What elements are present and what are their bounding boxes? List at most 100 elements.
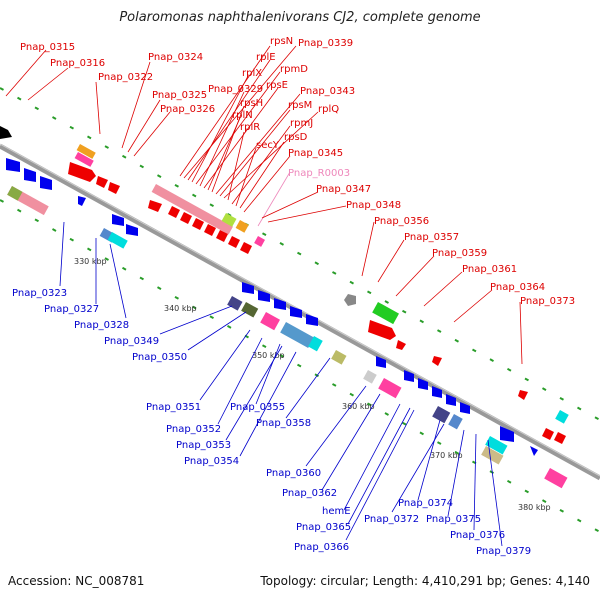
scale-ticks: 330 kbp 340 kbp 350 kbp 360 kbp 370 kbp … [74, 257, 551, 512]
label-pnap-0366: Pnap_0366 [294, 542, 349, 553]
tick-370: 370 kbp [430, 451, 463, 460]
label-rplx: rplX [242, 68, 262, 79]
label-pnap-0375: Pnap_0375 [426, 514, 481, 525]
gene-0375 [481, 446, 504, 465]
tick-340: 340 kbp [164, 304, 197, 313]
gene-0339-block [151, 184, 233, 235]
gene-0323c [40, 176, 52, 190]
gene-0361 [396, 340, 406, 350]
label-secy: secY [256, 140, 280, 151]
label-pnap-0347: Pnap_0347 [316, 184, 371, 195]
gene-0325 [96, 176, 108, 188]
gene-0359 [368, 320, 396, 340]
label-pnap-0379: Pnap_0379 [476, 546, 531, 557]
label-pnap-0360: Pnap_0360 [266, 468, 321, 479]
label-pnap-0324: Pnap_0324 [148, 52, 203, 63]
label-pnap-0316: Pnap_0316 [50, 58, 105, 69]
gene-rna [254, 236, 265, 247]
gene-0322b [74, 152, 94, 167]
top-gene-labels: Pnap_0315 Pnap_0316 Pnap_0322 Pnap_0324 … [20, 36, 575, 307]
gene-0349 [112, 214, 124, 226]
gene-0373 [518, 390, 528, 400]
label-pnap-0326: Pnap_0326 [160, 104, 215, 115]
top-leader-lines [5, 45, 523, 365]
gene-0324 [68, 162, 96, 182]
label-rpmj: rpmJ [290, 118, 313, 129]
gene-0365 [432, 405, 451, 424]
gene-0326 [108, 182, 120, 194]
gene-0322 [76, 144, 96, 159]
label-rpsn: rpsN [270, 36, 293, 47]
label-pnap-0357: Pnap_0357 [404, 232, 459, 243]
gene-cyan-r [555, 410, 569, 424]
forward-arrows-row [148, 200, 566, 444]
gene-0345-orange [235, 220, 249, 233]
label-pnap-0364: Pnap_0364 [490, 282, 545, 293]
label-pnap-0350: Pnap_0350 [132, 352, 187, 363]
gene-0315 [0, 126, 12, 139]
label-pnap-0323: Pnap_0323 [12, 288, 67, 299]
label-pnap-0365: Pnap_0365 [296, 522, 351, 533]
tick-330: 330 kbp [74, 257, 107, 266]
label-rpsm: rpsM [288, 100, 312, 111]
label-pnap-0339: Pnap_0339 [298, 38, 353, 49]
label-pnap-0362: Pnap_0362 [282, 488, 337, 499]
reverse-genes [6, 158, 568, 489]
gene-0366 [448, 414, 463, 430]
label-pnap-0352: Pnap_0352 [166, 424, 221, 435]
label-pnap-0343: Pnap_0343 [300, 86, 355, 97]
tick-380: 380 kbp [518, 503, 551, 512]
gene-0327b [7, 185, 23, 201]
topology-text: Topology: circular; Length: 4,410,291 bp… [260, 574, 590, 588]
label-rple: rplE [256, 52, 276, 63]
label-rpln: rplN [232, 110, 253, 121]
gene-0360 [363, 370, 377, 384]
label-pnap-0353: Pnap_0353 [176, 440, 231, 451]
gene-0364 [432, 356, 442, 366]
label-pnap-0374: Pnap_0374 [398, 498, 453, 509]
gene-0352 [241, 301, 259, 318]
gene-0328 [78, 196, 86, 206]
gene-0339-green [221, 213, 237, 227]
gene-0351 [227, 296, 243, 311]
tick-360: 360 kbp [342, 402, 375, 411]
label-pnap-0345: Pnap_0345 [288, 148, 343, 159]
forward-genes [0, 126, 569, 424]
label-pnap-0349: Pnap_0349 [104, 336, 159, 347]
label-pnap-0327: Pnap_0327 [44, 304, 99, 315]
gene-0354 [280, 322, 314, 349]
gene-0362 [378, 378, 402, 399]
bottom-gene-labels: Pnap_0323 Pnap_0327 Pnap_0328 Pnap_0349 … [12, 288, 531, 557]
bottom-leader-lines [59, 221, 503, 547]
label-pnap-0351: Pnap_0351 [146, 402, 201, 413]
gene-0379 [544, 468, 568, 489]
label-rplr: rplR [240, 122, 260, 133]
label-pnap-0328: Pnap_0328 [74, 320, 129, 331]
label-pnap-0358: Pnap_0358 [256, 418, 311, 429]
label-pnap-0359: Pnap_0359 [432, 248, 487, 259]
label-pnap-0315: Pnap_0315 [20, 42, 75, 53]
gene-0323 [6, 158, 20, 172]
label-pnap-0354: Pnap_0354 [184, 456, 239, 467]
gene-0323b [24, 168, 36, 182]
label-rpmd: rpmD [280, 64, 308, 75]
gene-0358 [331, 350, 347, 365]
gene-0356 [344, 294, 356, 306]
reverse-arrows-row [242, 282, 538, 456]
gene-0355 [308, 336, 323, 352]
label-rplq: rplQ [318, 104, 339, 115]
tick-350: 350 kbp [252, 351, 285, 360]
gene-0357 [372, 302, 399, 325]
label-pnap-0361: Pnap_0361 [462, 264, 517, 275]
label-pnap-0356: Pnap_0356 [374, 216, 429, 227]
label-rpse: rpsE [266, 80, 288, 91]
label-pnap-0322: Pnap_0322 [98, 72, 153, 83]
gene-0328c [107, 232, 128, 249]
guide-tracks [0, 87, 600, 533]
label-heme: hemE [322, 506, 351, 517]
label-pnap-0325: Pnap_0325 [152, 90, 207, 101]
gene-0350 [126, 224, 138, 236]
gene-0374 [485, 435, 508, 455]
label-rpsd: rpsD [284, 132, 308, 143]
